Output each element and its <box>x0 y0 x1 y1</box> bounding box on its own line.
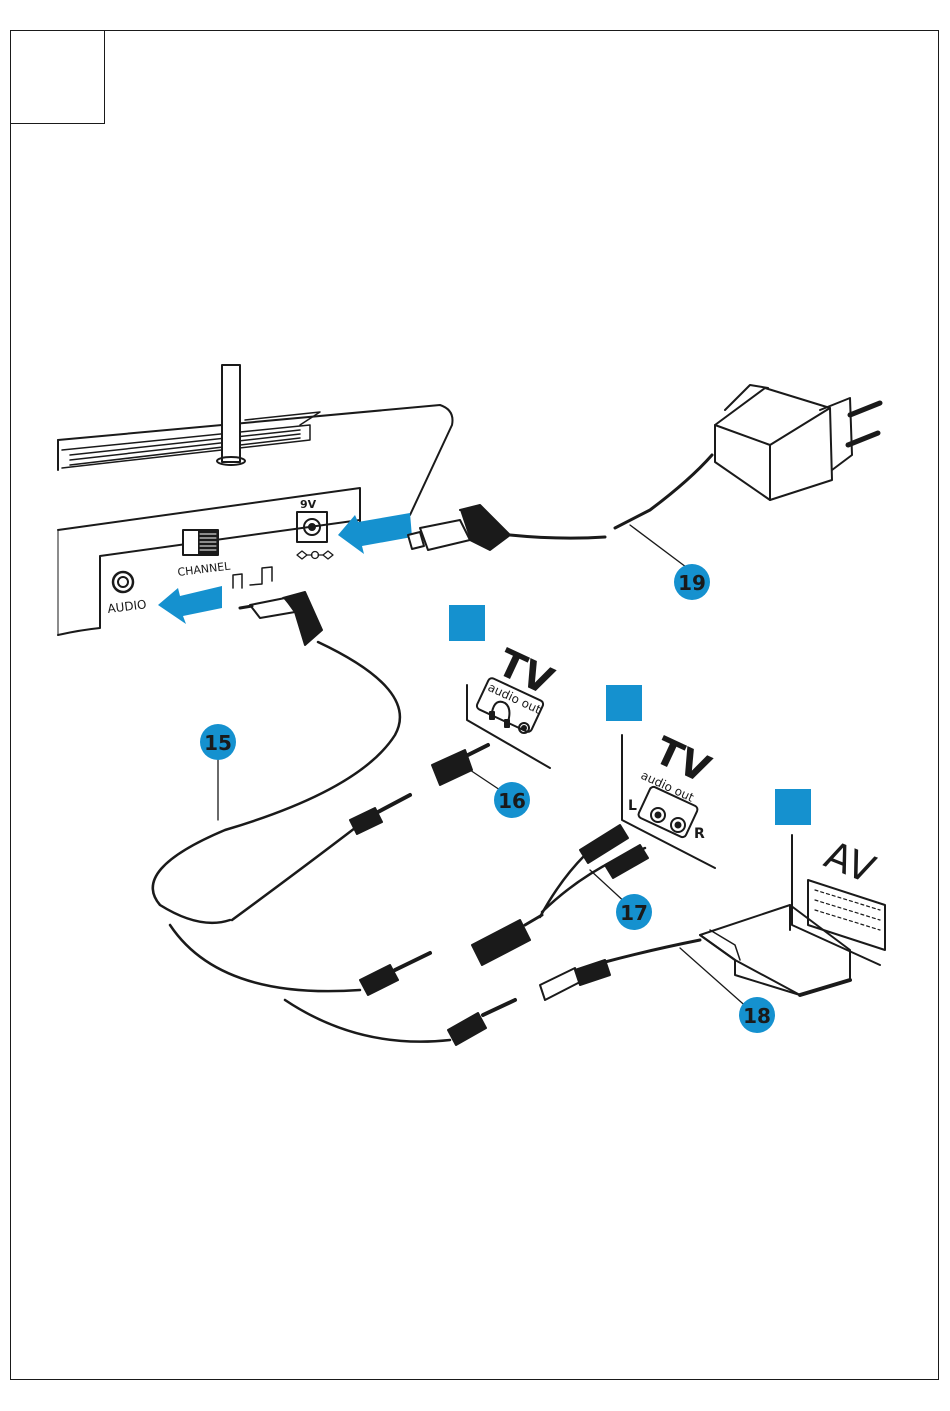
audio-jack-port[interactable] <box>113 572 133 592</box>
base-unit <box>58 365 453 635</box>
scart-cable-18 <box>540 940 700 1000</box>
y-cable-17 <box>472 825 648 965</box>
callout-16: 16 <box>494 782 530 818</box>
callout-15-number: 15 <box>204 731 232 755</box>
callout-16-number: 16 <box>498 789 526 813</box>
scart-plug-icon <box>700 905 850 995</box>
panel-2-left: L <box>628 798 637 814</box>
panel-3-heading: AV <box>819 833 881 892</box>
arrow-audio-jack <box>158 586 222 624</box>
power-plug <box>408 505 605 550</box>
audio-port-label: AUDIO <box>107 597 148 616</box>
vent-grille <box>62 425 310 468</box>
panel-2-right: R <box>694 826 705 842</box>
voltage-label: 9V <box>300 498 317 511</box>
callout-19: 19 <box>674 564 710 600</box>
channel-port-label: CHANNEL <box>177 560 232 579</box>
arrow-power-socket <box>338 513 412 554</box>
adapter-16 <box>432 745 488 785</box>
headphone-icon <box>490 702 509 727</box>
callout-15: 15 <box>200 724 236 760</box>
callout-18-number: 18 <box>743 1004 771 1028</box>
callout-17: 17 <box>616 894 652 930</box>
callout-17-number: 17 <box>620 901 648 925</box>
callout-18: 18 <box>739 997 775 1033</box>
antenna <box>222 365 240 462</box>
audio-cable <box>153 592 515 1045</box>
panel-marker <box>606 685 642 721</box>
power-adapter-icon <box>615 385 880 528</box>
panel-marker <box>775 789 811 825</box>
callout-19-number: 19 <box>678 571 706 595</box>
panel-marker <box>449 605 485 641</box>
dc-polarity-icon <box>297 551 333 559</box>
